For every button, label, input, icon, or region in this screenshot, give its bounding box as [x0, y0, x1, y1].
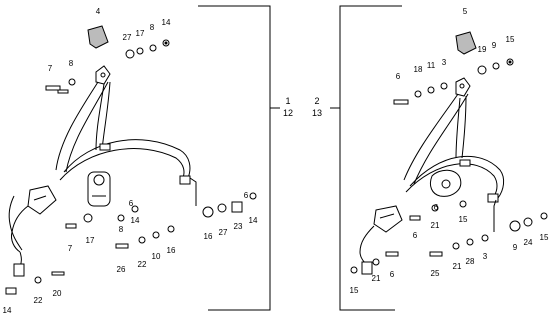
right-part-number-24: 24 [524, 238, 533, 247]
left-part-number-17: 17 [86, 236, 95, 245]
left-part-number-16: 16 [167, 246, 176, 255]
left-part-number-16: 16 [204, 232, 213, 241]
left-part-labels: 4 27 17 8 14 7 8 8 14 7 17 26 22 10 16 6 16 27 6 23 14 22 20 14 [3, 7, 258, 315]
left-part-number-27: 27 [219, 228, 228, 237]
right-part-number-15: 15 [540, 233, 549, 242]
left-part-number-8: 8 [119, 225, 124, 234]
right-part-number-6: 6 [434, 203, 439, 212]
right-shoulder-belt [403, 93, 469, 185]
right-belt-assembly [350, 31, 548, 275]
right-retractor [429, 169, 462, 197]
right-part-number-3: 3 [442, 58, 447, 67]
right-assembly-number-13: 13 [312, 108, 322, 118]
left-part-number-17: 17 [136, 29, 145, 38]
left-part-number-6: 6 [244, 191, 249, 200]
left-part-number-10: 10 [152, 252, 161, 261]
right-part-number-3: 3 [483, 252, 488, 261]
left-buckle [8, 185, 57, 277]
left-lap-belt [59, 139, 191, 185]
right-part-number-15: 15 [459, 215, 468, 224]
left-belt-assembly [5, 25, 257, 295]
left-part-number-14: 14 [249, 216, 258, 225]
left-part-number-7: 7 [48, 64, 53, 73]
left-part-number-22: 22 [34, 296, 43, 305]
right-part-number-21: 21 [431, 221, 440, 230]
left-bracket [198, 5, 280, 311]
right-part-number-11: 11 [427, 61, 436, 70]
right-anchor-cover [455, 31, 477, 55]
left-part-number-8: 8 [150, 23, 155, 32]
right-part-number-19: 19 [478, 45, 487, 54]
left-anchor-cover [87, 25, 109, 49]
assembly-labels: 1 12 2 13 [283, 96, 322, 118]
left-part-number-20: 20 [53, 289, 62, 298]
left-part-number-4: 4 [96, 7, 101, 16]
left-part-number-14: 14 [3, 306, 12, 315]
left-part-number-14: 14 [131, 216, 140, 225]
right-part-number-9: 9 [492, 41, 497, 50]
right-part-number-15: 15 [350, 286, 359, 295]
left-part-number-7: 7 [68, 244, 73, 253]
left-assembly-number-1: 1 [285, 96, 290, 106]
right-bracket [330, 5, 402, 311]
right-upper-anchor [455, 77, 471, 97]
left-part-number-27: 27 [123, 33, 132, 42]
left-part-number-14: 14 [162, 18, 171, 27]
right-part-number-25: 25 [431, 269, 440, 278]
left-upper-anchor [95, 65, 111, 85]
left-part-number-6: 6 [129, 199, 134, 208]
right-part-labels: 5 19 9 15 6 18 11 3 6 21 15 6 25 21 28 3 9 24 15 15 21 6 [350, 7, 549, 295]
left-part-number-8: 8 [69, 59, 74, 68]
right-lower-hardware [350, 200, 548, 274]
left-assembly-number-12: 12 [283, 108, 293, 118]
left-retractor [87, 171, 111, 207]
left-lower-hardware [5, 192, 257, 295]
right-buckle [359, 205, 403, 275]
left-shoulder-belt [55, 81, 111, 173]
right-lap-belt [405, 155, 505, 203]
right-part-number-5: 5 [463, 7, 468, 16]
left-part-number-23: 23 [234, 222, 243, 231]
right-part-number-21: 21 [372, 274, 381, 283]
right-assembly-number-2: 2 [314, 96, 319, 106]
left-part-number-22: 22 [138, 260, 147, 269]
right-part-number-15: 15 [506, 35, 515, 44]
right-part-number-9: 9 [513, 243, 518, 252]
right-part-number-6: 6 [390, 270, 395, 279]
right-part-number-21: 21 [453, 262, 462, 271]
left-part-number-26: 26 [117, 265, 126, 274]
right-part-number-6: 6 [413, 231, 418, 240]
right-top-hardware [393, 58, 514, 105]
left-top-hardware [45, 39, 170, 94]
right-part-number-6: 6 [396, 72, 401, 81]
right-part-number-18: 18 [414, 65, 423, 74]
right-part-number-28: 28 [466, 257, 475, 266]
